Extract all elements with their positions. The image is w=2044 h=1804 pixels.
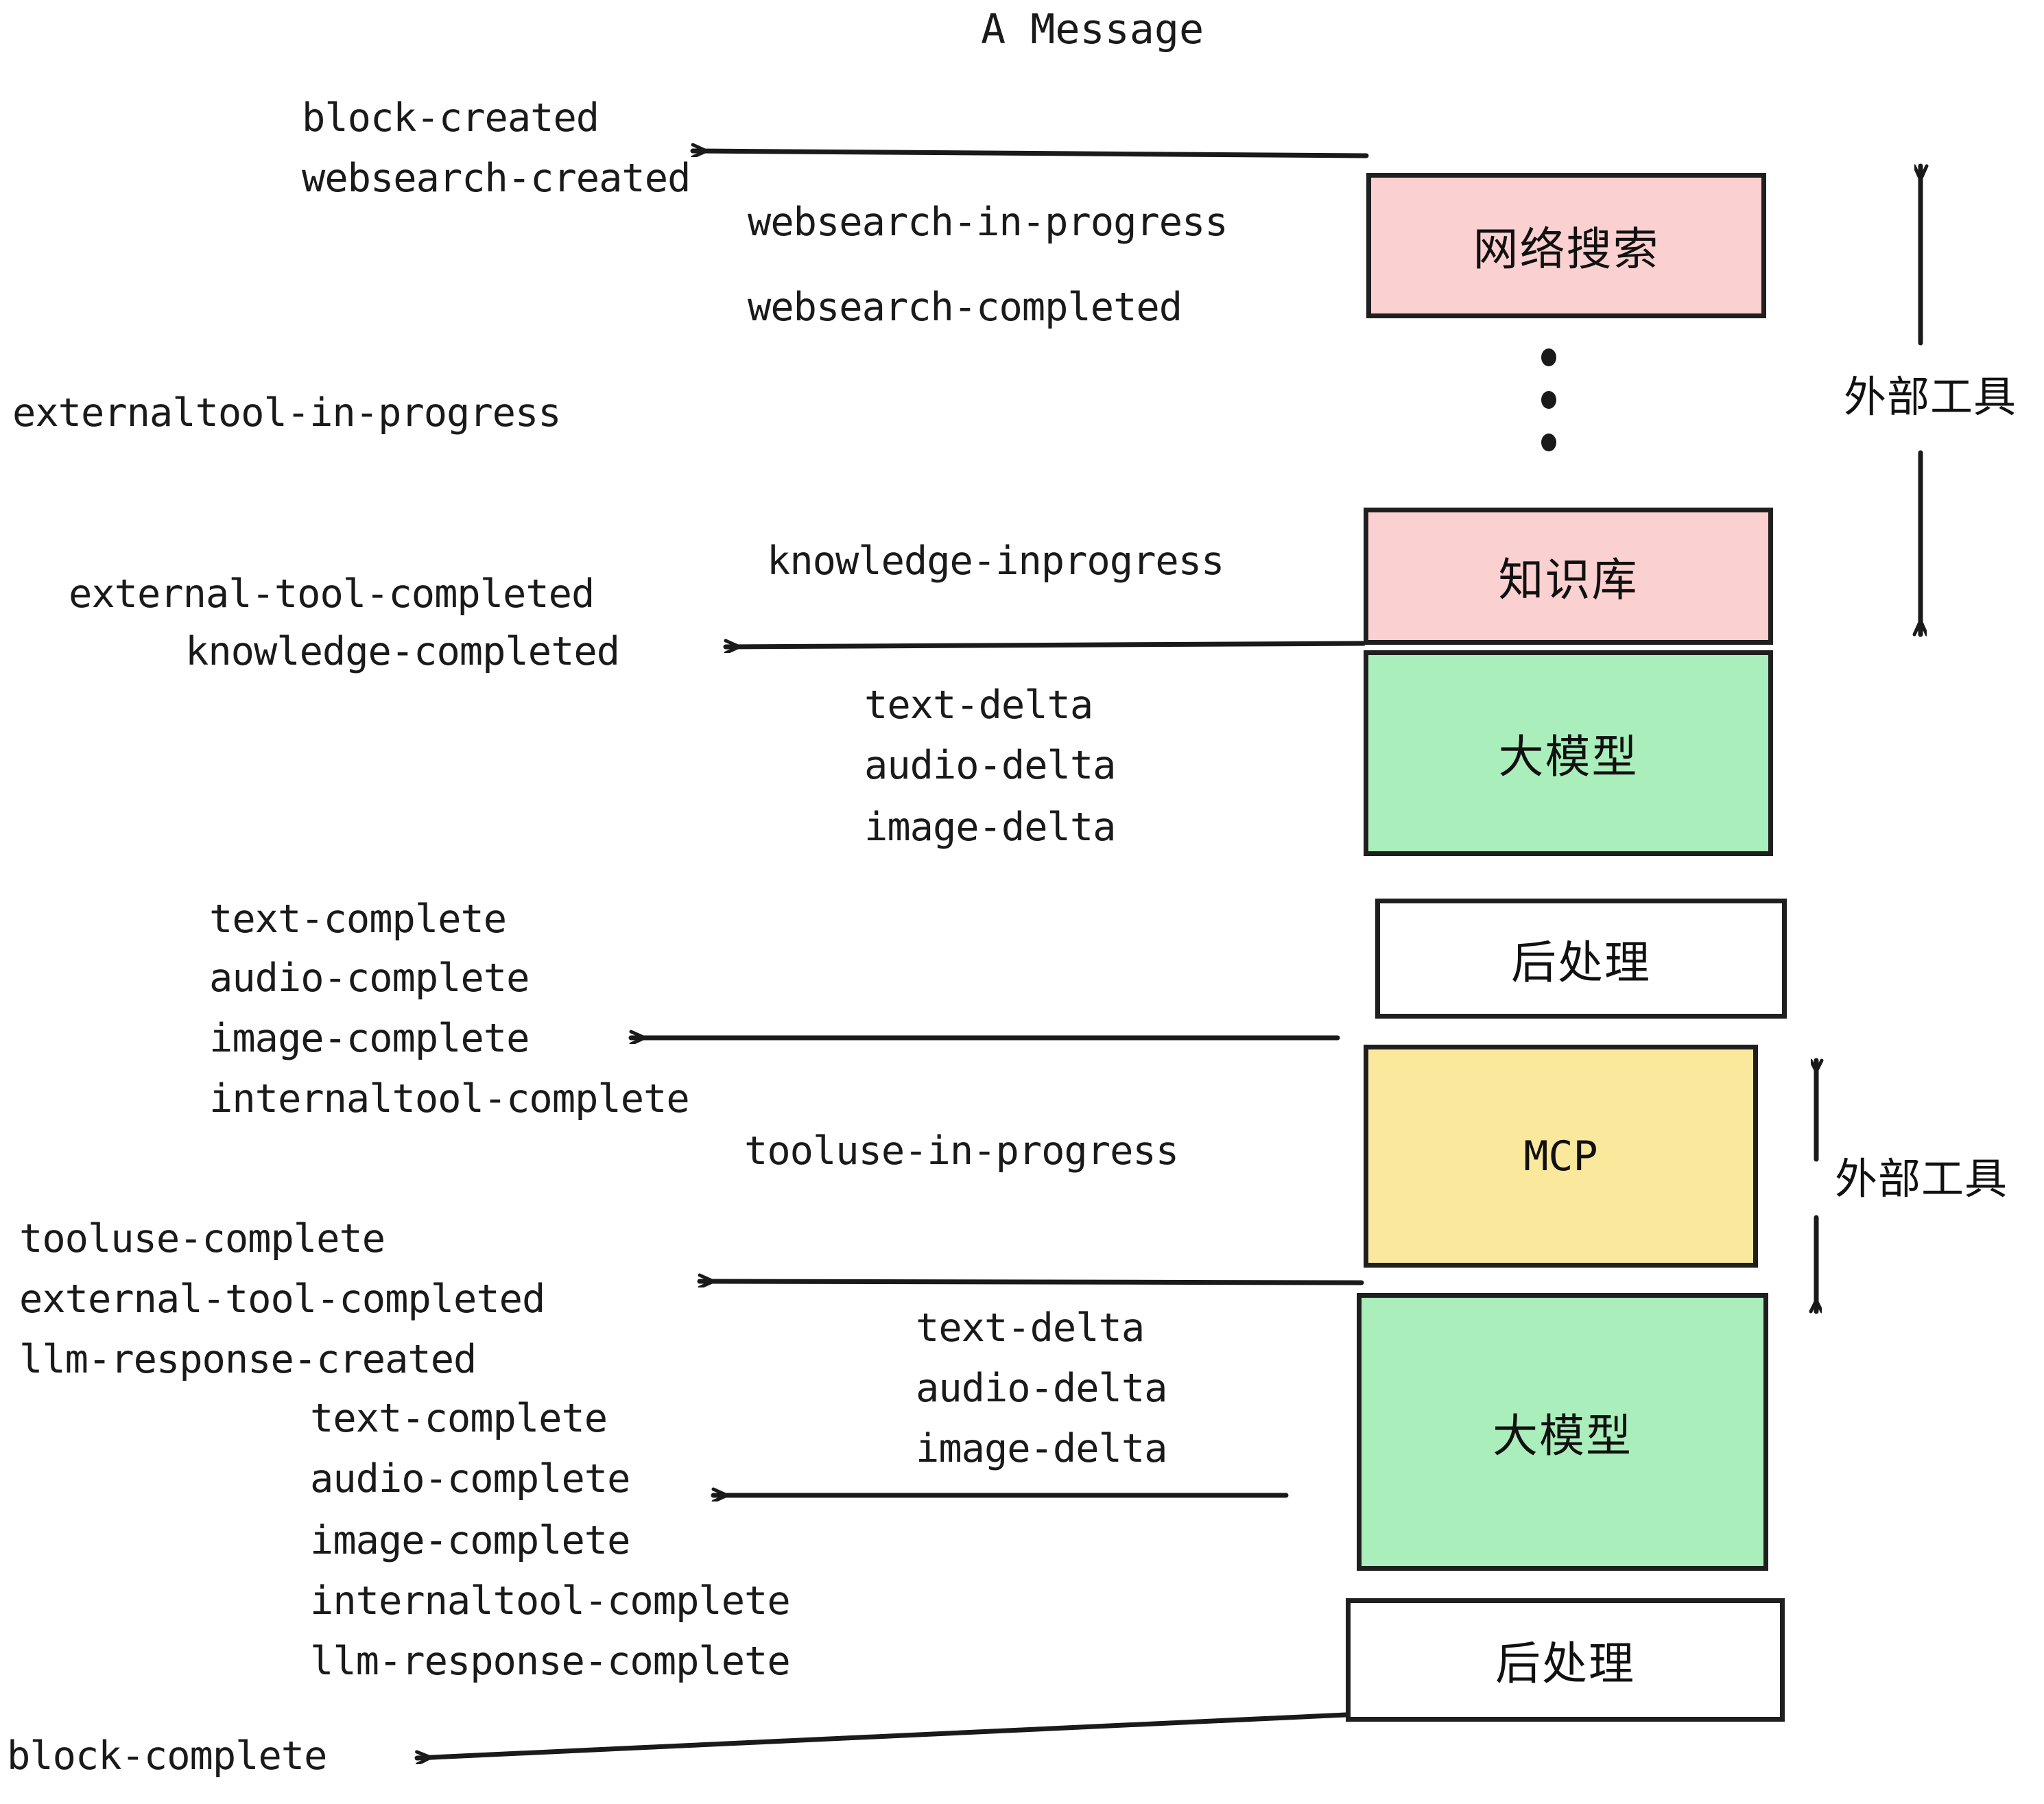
event-audio-delta-1: audio-delta [864,743,1116,788]
node-mcp[interactable]: MCP [1364,1045,1758,1268]
event-websearch-in-progress: websearch-in-progress [748,200,1228,245]
page-title: A Message [981,5,1204,54]
node-knowledge-label: 知识库 [1498,554,1639,606]
event-websearch-completed: websearch-completed [748,285,1183,330]
ellipsis-dots [1540,348,1558,451]
node-mcp-label: MCP [1523,1132,1598,1180]
node-llm-1-label: 大模型 [1498,731,1639,783]
event-image-complete-2: image-complete [310,1518,630,1563]
event-block-complete: block-complete [7,1733,327,1779]
node-postprocess-2[interactable]: 后处理 [1346,1598,1785,1722]
side-label-external-tool-top: 外部工具 [1844,372,2017,422]
node-postprocess-2-label: 后处理 [1495,1637,1635,1690]
node-knowledge[interactable]: 知识库 [1364,508,1773,645]
side-label-external-tool-bottom: 外部工具 [1835,1154,2008,1204]
event-tooluse-in-progress: tooluse-in-progress [744,1128,1179,1174]
node-llm-1[interactable]: 大模型 [1364,650,1773,856]
event-audio-complete-2: audio-complete [310,1456,630,1502]
node-websearch-label: 网络搜索 [1473,223,1660,276]
event-websearch-created: websearch-created [302,156,691,201]
event-knowledge-inprogress: knowledge-inprogress [767,538,1224,584]
event-externaltool-in-progress: externaltool-in-progress [12,390,562,436]
event-image-delta-2: image-delta [916,1426,1167,1471]
event-tooluse-complete: tooluse-complete [19,1216,385,1261]
event-external-tool-completed-1: external-tool-completed [69,571,595,617]
node-websearch[interactable]: 网络搜索 [1366,173,1766,318]
arrow-block-complete [414,1712,1348,1758]
event-text-delta-2: text-delta [916,1305,1145,1351]
node-llm-2[interactable]: 大模型 [1357,1293,1768,1571]
event-text-complete-2: text-complete [310,1396,608,1441]
event-text-complete-1: text-complete [209,897,507,942]
arrow-knowledge-completed [723,643,1366,647]
event-knowledge-completed: knowledge-completed [185,629,620,674]
event-block-created: block-created [302,95,599,141]
event-audio-complete-1: audio-complete [209,956,530,1001]
event-audio-delta-2: audio-delta [916,1366,1167,1411]
event-internaltool-complete-1: internaltool-complete [209,1076,690,1121]
event-llm-response-complete: llm-response-complete [310,1639,791,1684]
arrow-websearch-created [690,151,1369,158]
event-llm-response-created: llm-response-created [19,1337,477,1382]
event-internaltool-complete-2: internaltool-complete [310,1578,791,1624]
event-image-complete-1: image-complete [209,1016,530,1061]
event-text-delta-1: text-delta [864,683,1093,728]
node-llm-2-label: 大模型 [1493,1409,1632,1462]
event-external-tool-completed-2: external-tool-completed [19,1277,545,1322]
node-postprocess-1-label: 后处理 [1511,936,1651,989]
node-postprocess-1[interactable]: 后处理 [1375,899,1787,1019]
arrow-tooluse-complete [697,1281,1364,1283]
event-image-delta-1: image-delta [864,805,1116,850]
